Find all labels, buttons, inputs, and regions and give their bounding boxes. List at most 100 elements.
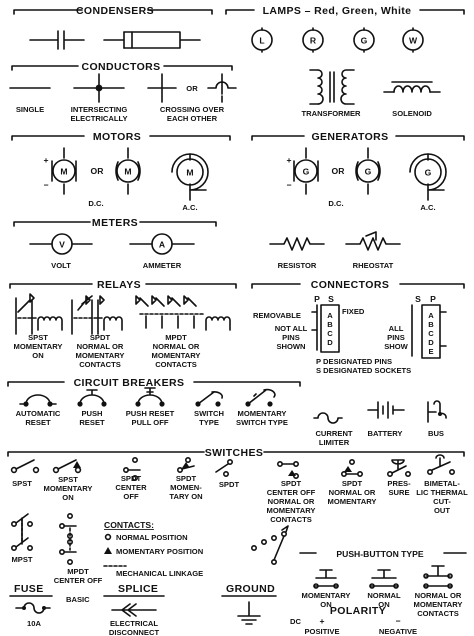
bus-symbol [427,400,447,423]
polarity-title: POLARITY [330,605,386,617]
conductors-section: CONDUCTORS SINGLE INTERSECTING ELECTRICA… [9,61,237,123]
polarity-section: POLARITY DC + − POSITIVE NEGATIVE [290,605,417,636]
spdt-normal-momentary-symbol [340,458,363,477]
bimetal-label-1: BIMETAL- [424,479,460,488]
motor-ac-label: A.C. [182,203,197,212]
dc-motor-minus: − [43,180,48,190]
meters-section: METERS V VOLT A AMMETER [13,217,217,270]
mpst-switch-symbol [11,513,33,551]
pb-normal-mom-label-2: MOMENTARY [414,600,463,609]
ac-motor-symbol: M [171,153,209,201]
crossing-label-2: EACH OTHER [167,114,218,123]
battery-symbol [367,401,405,419]
generators-title: GENERATORS [311,131,388,143]
circuit-breakers-section: CIRCUIT BREAKERS AUTOMATIC RESET PUSH RE… [7,377,301,427]
spdt-center-label-3: OFF [123,492,139,501]
fuse-symbol [15,602,51,614]
voltmeter-symbol: V [29,233,93,255]
generator-dc-label: D.C. [328,199,343,208]
connector-s-label: S [328,294,334,304]
generator-ac-label: A.C. [420,203,435,212]
push-button-normal-on-symbol [369,569,399,589]
dc-generator-alt-letter: G [365,167,372,177]
momentary-breaker-label-2: SWITCH TYPE [236,418,288,427]
momentary-switch-breaker-symbol [245,388,276,407]
polarity-dc-label: DC [290,617,301,626]
connector-all-pins-symbol: A B C D E [411,304,447,359]
automatic-reset-breaker-symbol [19,394,57,407]
bimetal-label-4: OUT [434,506,450,515]
mpdt-relay-label-4: CONTACTS [155,360,197,369]
push-button-title: PUSH-BUTTON TYPE [336,549,423,559]
connector-not-all-pins-symbol: A B C D [311,304,340,353]
crossing-conductor-symbol [147,73,237,103]
spdt-relay-label-2: NORMAL OR [77,342,124,351]
contacts-legend: CONTACTS: NORMAL POSITION MOMENTARY POSI… [103,520,203,578]
push-pull-breaker-symbol [135,387,165,407]
all-pins-label-2: PINS [387,333,405,342]
polarity-minus-sign: − [395,616,400,626]
lamp-r-letter: R [310,36,317,46]
rotary-selector-symbol [251,525,289,565]
fuse-title: FUSE [14,583,44,595]
spdt-normal-label-3: MOMENTARY [328,497,377,506]
current-limiter-label-1: CURRENT [315,429,352,438]
contacts-normal-label: NORMAL POSITION [116,533,188,542]
connector-pin-a2: A [428,311,434,320]
splice-section: SPLICE ELECTRICAL DISCONNECT [103,583,165,636]
push-button-momentary-on-symbol [313,569,339,589]
motors-or-label: OR [91,166,105,176]
connector-pin-e2: E [428,347,433,356]
dc-motor-alt-letter: M [124,167,131,177]
spdt-momentary-label-2: MOMEN- [170,483,202,492]
mpdt-label-1: MPDT [67,567,89,576]
pressure-label-2: SURE [388,488,409,497]
mpdt-relay-label-1: MPDT [165,333,187,342]
ground-section: GROUND [221,583,277,625]
solenoid-label: SOLENOID [392,109,432,118]
spdt-momentary-label-3: TARY ON [169,492,202,501]
pressure-switch-symbol [386,459,411,477]
spst-momentary-switch-symbol [52,459,82,474]
generators-or-label: OR [332,166,346,176]
spst-relay-label-1: SPST [28,333,48,342]
pressure-label-1: PRES- [387,479,411,488]
dc-generator-symbol: G + − [286,147,319,195]
not-all-label-1: NOT ALL [275,324,308,333]
spdt-switch-symbol [215,458,234,477]
dc-motor-plus: + [43,155,48,165]
ac-motor-letter: M [186,168,193,178]
spdt-normal-label-2: NORMAL OR [329,488,376,497]
splice-title: SPLICE [118,583,158,595]
spdt-relay-label-1: SPDT [90,333,111,342]
momentary-breaker-label-1: MOMENTARY [238,409,287,418]
connector-pin-d: D [327,338,333,347]
all-pins-label-3: SHOW [384,342,408,351]
fixed-label: FIXED [342,307,365,316]
spdt-center-label-1: SPDT [121,474,142,483]
momentary-triangle-icon [104,547,112,554]
bimetal-label-2: LIC THERMAL [416,488,468,497]
switch-type-breaker-symbol [195,391,224,407]
crossing-label-1: CROSSING OVER [160,105,225,114]
lamp-l-symbol: L [251,27,273,53]
s-designated-label: S DESIGNATED SOCKETS [316,366,411,375]
mechanical-linkage-label: MECHANICAL LINKAGE [116,569,203,578]
spdt-relay-label-3: MOMENTARY [76,351,125,360]
not-all-label-2: PINS [282,333,300,342]
pb-momentary-label-2: ON [320,600,331,609]
intersecting-conductor-symbol [73,73,125,103]
push-pull-label-2: PULL OFF [132,418,169,427]
current-limiter-label-2: LIMITER [319,438,350,447]
spdt-co-label-3: NORMAL OR [268,497,315,506]
spdt-co-label-4: MOMENTARY [267,506,316,515]
solenoid-symbol [383,81,441,93]
relays-title: RELAYS [97,279,141,291]
connector-s-label-2: S [415,294,421,304]
dc-motor-alt-symbol: M [115,147,141,195]
electrolytic-capacitor-symbol [103,31,201,49]
spst-momentary-label-1: SPST [58,475,78,484]
spdt-co-label-2: CENTER OFF [267,488,316,497]
bimetal-label-3: CUT- [433,497,451,506]
